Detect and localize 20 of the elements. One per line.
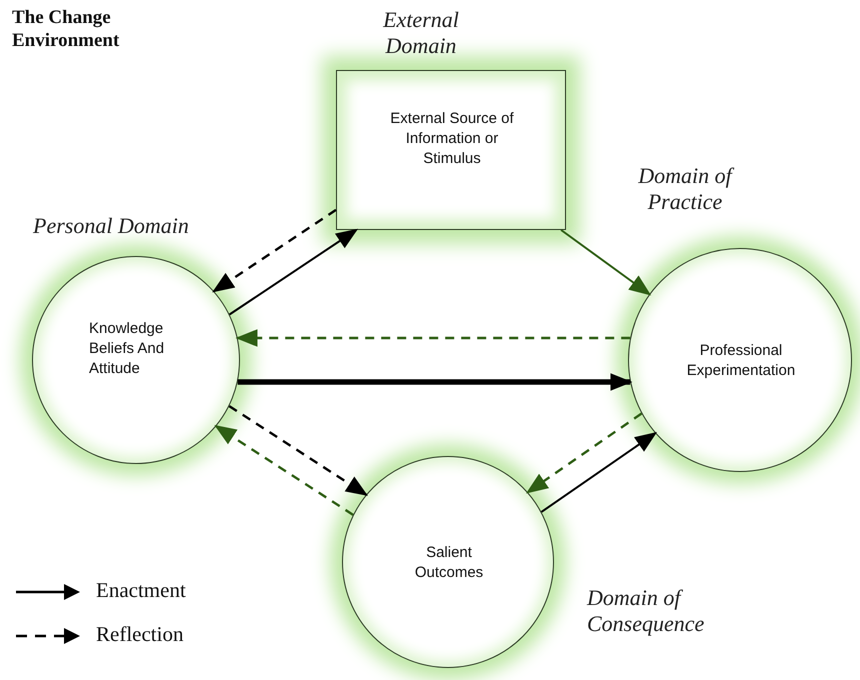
domain-heading: External Domain [382, 7, 460, 59]
arrow [526, 412, 642, 494]
arrow [540, 432, 658, 513]
node-label: External Source of Information or Stimulus [389, 109, 515, 169]
arrow [228, 405, 368, 496]
legend-label: Enactment [96, 578, 186, 603]
domain-heading: Personal Domain [33, 213, 190, 239]
arrow [228, 228, 358, 316]
node-label: Professional Experimentation [686, 341, 796, 381]
arrow [212, 208, 337, 292]
arrow [214, 425, 354, 516]
domain-heading: Domain of Practice [623, 163, 747, 215]
node-label: Salient Outcomes [414, 543, 484, 583]
domain-heading: Domain of Consequence [587, 585, 706, 637]
node-label: Knowledge Beliefs And Attitude [89, 319, 166, 379]
legend-label: Reflection [96, 622, 184, 647]
arrow [235, 329, 630, 347]
arrow [560, 229, 652, 296]
diagram-title: The Change Environment [12, 6, 120, 52]
arrow [238, 373, 632, 391]
